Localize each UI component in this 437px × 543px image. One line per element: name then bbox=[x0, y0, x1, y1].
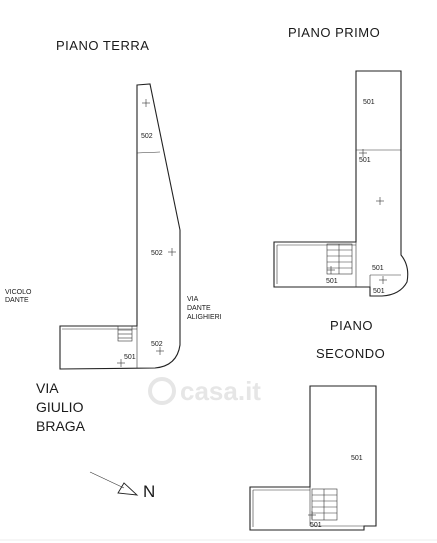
level-marker-icon bbox=[359, 149, 367, 157]
north-arrow-icon bbox=[89, 471, 139, 496]
room-number: 502 bbox=[141, 133, 153, 140]
street-label-vicolo: VICOLO bbox=[5, 289, 32, 296]
street-label-via-giulio: GIULIO bbox=[36, 399, 84, 415]
first-floor-plan: 501 501 501 501 501 bbox=[273, 70, 409, 297]
compass-label: N bbox=[143, 482, 155, 501]
ground-inner-wall bbox=[136, 151, 161, 154]
room-number: 501 bbox=[351, 455, 363, 462]
casa-logo-icon bbox=[148, 377, 176, 405]
street-label-vicolo: DANTE bbox=[5, 297, 29, 304]
street-label-via-giulio: BRAGA bbox=[36, 418, 86, 434]
ground-floor-outline bbox=[59, 83, 181, 370]
ground-stair-icon bbox=[117, 325, 133, 342]
room-number: 501 bbox=[373, 288, 385, 295]
ground-floor-title: PIANO TERRA bbox=[56, 38, 149, 53]
watermark: casa.it bbox=[148, 376, 261, 406]
second-floor-outline bbox=[249, 385, 377, 531]
first-floor-title: PIANO PRIMO bbox=[288, 25, 380, 40]
room-number: 501 bbox=[124, 354, 136, 361]
ground-floor-plan: 502 502 502 501 bbox=[59, 83, 181, 370]
room-number: 502 bbox=[151, 250, 163, 257]
level-marker-icon bbox=[142, 99, 150, 107]
level-marker-icon bbox=[156, 347, 164, 355]
room-number: 502 bbox=[151, 341, 163, 348]
level-marker-icon bbox=[308, 511, 316, 519]
first-floor-outline bbox=[273, 70, 409, 297]
street-label-via-dante: VIA bbox=[187, 296, 199, 303]
level-marker-icon bbox=[376, 197, 384, 205]
room-number: 501 bbox=[372, 265, 384, 272]
room-number: 501 bbox=[326, 278, 338, 285]
level-marker-icon bbox=[327, 266, 335, 274]
level-marker-icon bbox=[168, 248, 176, 256]
room-number: 501 bbox=[359, 157, 371, 164]
second-floor-title: PIANO bbox=[330, 318, 373, 333]
watermark-text: casa.it bbox=[180, 376, 261, 406]
second-floor-title: SECONDO bbox=[316, 346, 385, 361]
level-marker-icon bbox=[379, 276, 387, 284]
room-number: 501 bbox=[310, 522, 322, 529]
level-marker-icon bbox=[117, 359, 125, 367]
room-number: 501 bbox=[363, 99, 375, 106]
street-label-via-dante: ALIGHIERI bbox=[187, 314, 222, 321]
second-stair-icon bbox=[311, 488, 338, 521]
street-label-via-giulio: VIA bbox=[36, 380, 59, 396]
street-label-via-dante: DANTE bbox=[187, 305, 211, 312]
second-floor-plan: 501 501 bbox=[249, 385, 377, 531]
